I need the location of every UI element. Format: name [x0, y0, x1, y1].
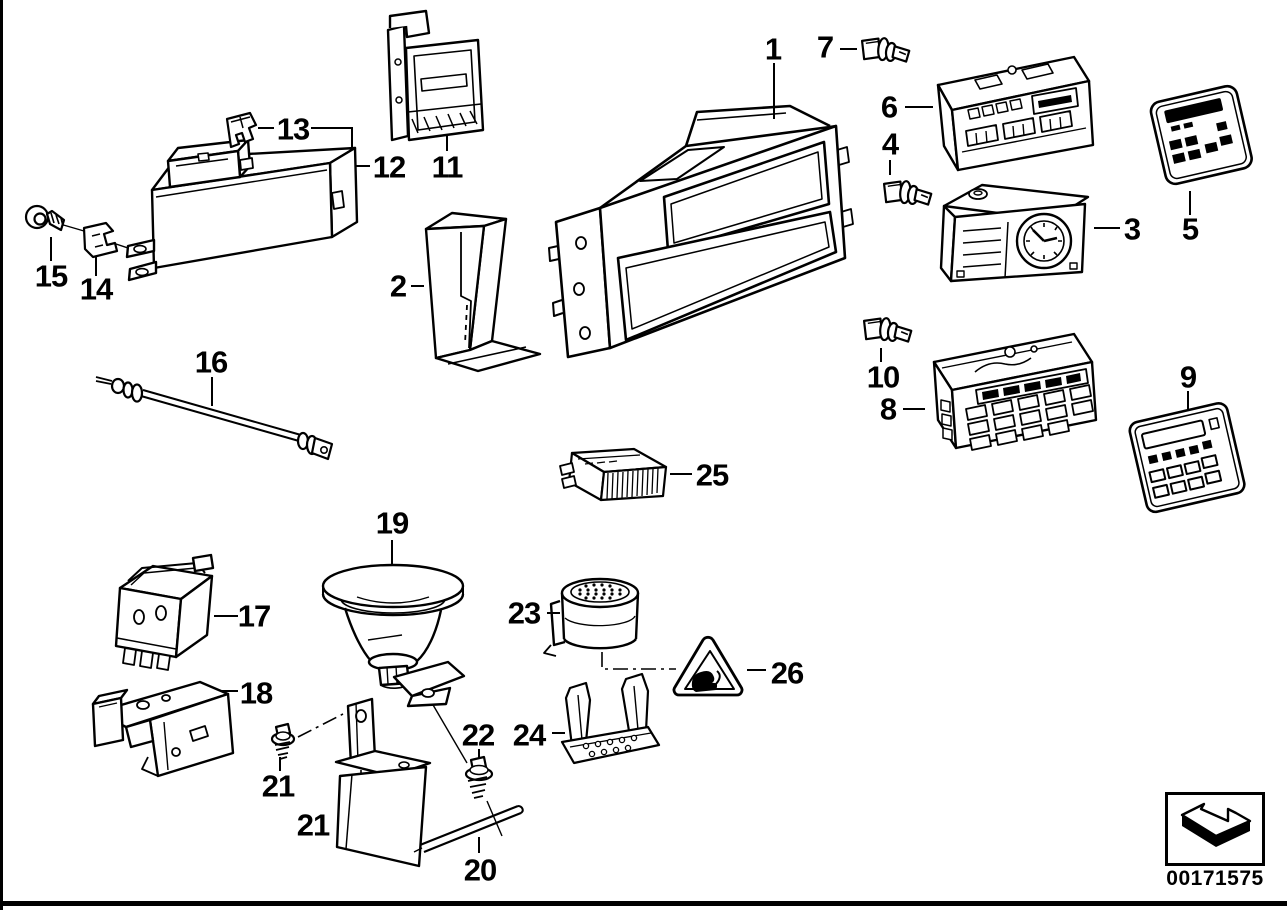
part-6-obc-unit[interactable]: [936, 55, 1095, 172]
part-18-bracket[interactable]: [91, 680, 235, 778]
part-7-bulb-socket[interactable]: [859, 34, 912, 65]
part-11-control-unit[interactable]: [386, 9, 485, 142]
part-5-faceplate[interactable]: [1149, 84, 1254, 186]
part-20-bracket[interactable]: [334, 697, 524, 868]
callout-26[interactable]: 26: [770, 655, 804, 691]
callout-18[interactable]: 18: [239, 675, 273, 711]
leader-lines: [50, 48, 1191, 853]
callout-23[interactable]: 23: [507, 595, 541, 631]
callout-22[interactable]: 22: [461, 717, 495, 753]
alarm-sticker-icon: [691, 671, 718, 692]
part-25-module[interactable]: [559, 447, 668, 502]
part-8-board-computer[interactable]: [932, 332, 1098, 451]
callout-21b[interactable]: 21: [296, 807, 330, 843]
callout-14[interactable]: 14: [79, 271, 113, 307]
callout-6[interactable]: 6: [880, 89, 898, 125]
part-16-temperature-sensor[interactable]: [95, 376, 334, 461]
callout-4[interactable]: 4: [881, 126, 899, 162]
part-9-keypad-faceplate[interactable]: [1128, 401, 1246, 514]
part-1-center-console-frame[interactable]: [548, 104, 854, 359]
part-10-bulb-socket[interactable]: [861, 314, 914, 345]
callout-3[interactable]: 3: [1123, 211, 1141, 247]
part-23-alarm-siren[interactable]: [543, 577, 640, 657]
callout-7[interactable]: 7: [816, 29, 834, 65]
callout-5[interactable]: 5: [1181, 211, 1199, 247]
part-2-support[interactable]: [424, 211, 542, 373]
assembly-lines: [59, 223, 503, 837]
callout-12[interactable]: 12: [372, 149, 406, 185]
callout-20[interactable]: 20: [463, 852, 497, 888]
callout-16[interactable]: 16: [194, 344, 228, 380]
callout-15[interactable]: 15: [34, 258, 68, 294]
part-26-warning-decal[interactable]: [672, 635, 744, 697]
siren-grille-dots: [578, 583, 622, 600]
callout-17[interactable]: 17: [237, 598, 271, 634]
callout-2[interactable]: 2: [389, 268, 407, 304]
callout-13[interactable]: 13: [276, 111, 310, 147]
callout-10[interactable]: 10: [866, 359, 900, 395]
page-border-left: [0, 0, 3, 910]
callout-8[interactable]: 8: [879, 391, 897, 427]
image-id: 00171575: [1166, 867, 1264, 890]
callout-21a[interactable]: 21: [261, 768, 295, 804]
callout-9[interactable]: 9: [1179, 359, 1197, 395]
part-17-relay[interactable]: [114, 553, 215, 671]
part-15-screw[interactable]: [24, 204, 66, 232]
part-13-fuse[interactable]: [225, 111, 258, 149]
callout-25[interactable]: 25: [695, 457, 729, 493]
back-arrow-button[interactable]: [1165, 792, 1265, 866]
callout-19[interactable]: 19: [375, 505, 409, 541]
part-24-holder[interactable]: [560, 672, 661, 765]
page-border-bottom: [0, 901, 1287, 906]
part-3-clock[interactable]: [939, 183, 1090, 283]
back-arrow-icon: [1180, 802, 1252, 847]
part-19-horn[interactable]: [321, 563, 466, 708]
part-22-screw[interactable]: [464, 755, 494, 799]
part-14-clip[interactable]: [82, 221, 119, 259]
callout-11[interactable]: 11: [431, 149, 464, 185]
part-4-bulb-socket[interactable]: [881, 177, 934, 208]
callout-1[interactable]: 1: [764, 31, 782, 67]
part-21-screw-a[interactable]: [270, 722, 296, 760]
callout-24[interactable]: 24: [512, 717, 546, 753]
part-12-control-unit[interactable]: [125, 138, 359, 282]
